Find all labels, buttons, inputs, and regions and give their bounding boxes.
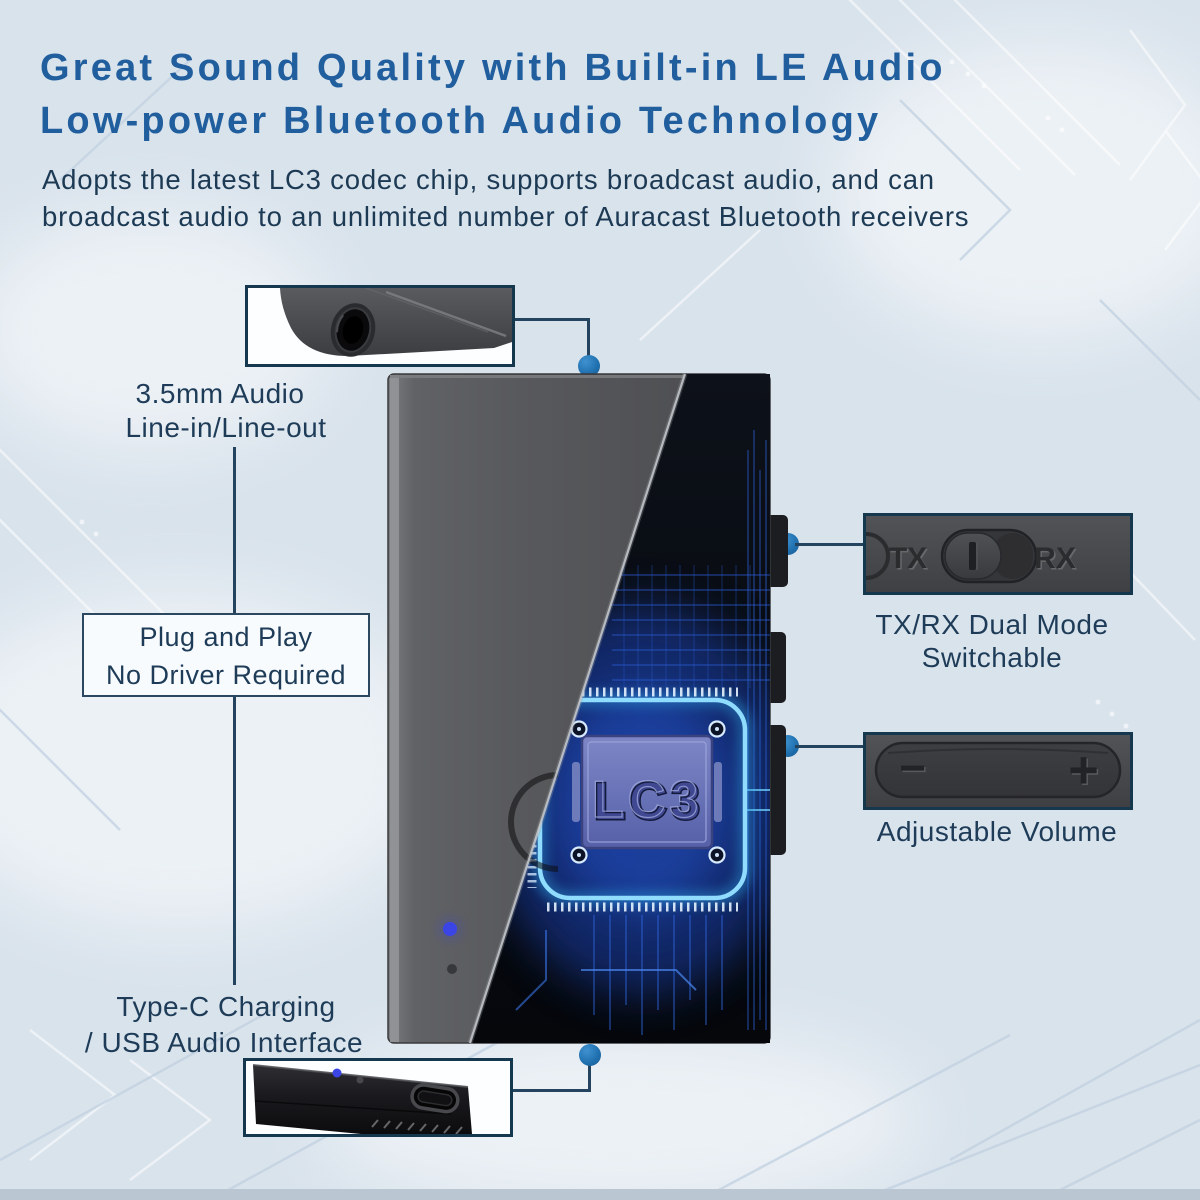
typec-label-line-2: / USB Audio Interface [84,1027,364,1058]
audio-jack-label-line-2: Line-in/Line-out [125,412,327,443]
txrx-label-line-2: Switchable [921,642,1063,673]
page-title-line-2: Low-power Bluetooth Audio Technology [40,100,882,142]
audio-jack-inset-photo [245,285,515,367]
tx-label: TX [889,542,927,575]
switch-knob-indicator-icon [969,542,976,570]
circuit-traces [612,574,770,681]
heatsink-fins-icon [371,1119,463,1134]
plug-and-play-line-1: Plug and Play [139,622,313,652]
typec-inset-photo [243,1058,513,1137]
plus-icon: + [1068,742,1098,800]
volume-rocker-bar [874,741,1122,799]
audio-jack-label-line-1: 3.5mm Audio [135,378,305,409]
connector-dot-typec [579,1044,601,1066]
connector-line-txrx [795,543,863,546]
minus-icon-emboss: − [901,743,928,795]
mic-hole-icon [447,964,457,974]
page-subtitle-line-2: broadcast audio to an unlimited number o… [42,201,970,232]
chip-graphic: LC3 LC3 [527,687,751,912]
plug-and-play-line-2: No Driver Required [105,660,347,690]
volume-label: Adjustable Volume [876,816,1118,847]
device-left-highlight [390,375,399,1042]
side-button-upper [766,632,786,703]
plus-icon-emboss: + [1070,743,1100,801]
connector-line-volume [795,745,863,748]
device-photo: LC3 LC3 [387,373,788,1044]
chip-screw-icons [570,720,726,864]
page-subtitle-line-1: Adopts the latest LC3 codec chip, suppor… [42,164,935,195]
typec-mic-hole-icon [356,1076,364,1084]
tx-label-emboss: TX [890,544,928,577]
page-title-line-1: Great Sound Quality with Built-in LE Aud… [40,47,946,89]
button-ring-arc [508,772,559,872]
connector-line-typec-horizontal [513,1089,591,1092]
device-reveal-edge-highlight [468,373,687,1044]
mode-switch-side-button [766,515,788,587]
typec-port-icon [410,1083,460,1114]
typec-label-line-1: Type-C Charging [116,991,336,1022]
typec-led-indicator-icon [332,1068,342,1078]
audio-jack-hole-icon [330,303,376,357]
plug-and-play-box: Plug and Play No Driver Required [82,613,370,697]
minus-icon: − [899,742,926,794]
lc3-chip-label-highlight: LC3 [592,771,702,829]
switch-neighbor-ring-icon [866,532,890,580]
rx-label: RX [1034,542,1076,575]
connector-line-jack-vertical [587,318,590,362]
lc3-chip-label: LC3 [594,773,704,831]
connector-line-label-to-plugbox [233,447,236,613]
led-indicator-icon [443,922,457,936]
volume-rocker-photo: − − + + [863,732,1133,810]
volume-side-button [766,725,786,855]
switch-slider-icon [940,528,1038,584]
connector-line-jack-horizontal [514,318,590,321]
connector-dot-jack [578,355,600,377]
connector-line-typec-vertical [588,1062,591,1092]
txrx-label-line-1: TX/RX Dual Mode [875,609,1109,640]
txrx-switch-photo: TX TX RX RX [863,513,1133,595]
connector-line-plugbox-to-typec [233,697,236,985]
rx-label-emboss: RX [1036,544,1078,577]
bottom-edge-strip [0,1189,1200,1200]
